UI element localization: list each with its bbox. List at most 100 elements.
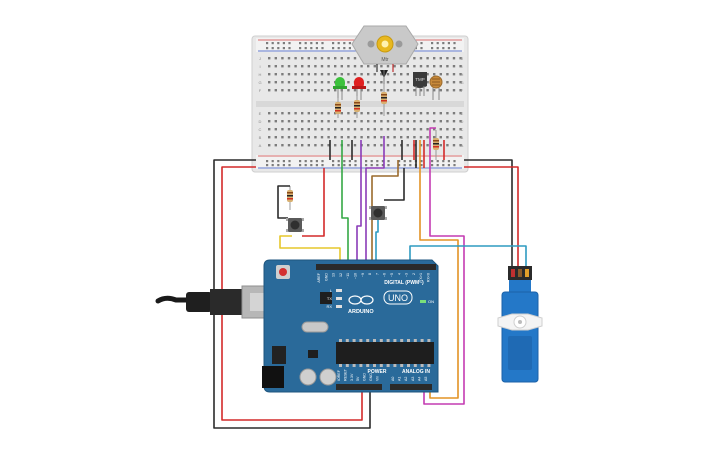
- pin-label: A1: [398, 377, 402, 381]
- breadboard-hole: [320, 128, 324, 131]
- rail-hole: [453, 42, 456, 45]
- sensor-label: TMP: [415, 77, 425, 82]
- breadboard-hole: [380, 89, 383, 92]
- breadboard-hole: [281, 57, 284, 60]
- breadboard-hole: [413, 65, 416, 68]
- breadboard-hole: [294, 112, 297, 115]
- breadboard-hole: [327, 120, 330, 123]
- pin-label: 5V: [356, 376, 360, 381]
- pin-label: RX<0: [427, 273, 431, 282]
- breadboard-hole: [386, 144, 390, 147]
- chip-pin: [407, 339, 410, 342]
- rail-hole: [266, 164, 269, 167]
- breadboard-row-label: F: [259, 88, 262, 93]
- breadboard-hole: [393, 81, 396, 84]
- breadboard-hole: [314, 81, 317, 84]
- breadboard-hole: [301, 57, 304, 60]
- rail-hole: [288, 164, 291, 167]
- breadboard-hole: [307, 120, 310, 123]
- breadboard-row-label: E: [461, 111, 464, 116]
- rail-hole: [420, 47, 423, 50]
- breadboard-hole: [380, 112, 383, 115]
- wire-red-rail-right: [464, 166, 519, 268]
- servo-motor: [497, 266, 543, 383]
- breadboard-hole: [419, 89, 423, 92]
- rail-hole: [310, 160, 313, 163]
- breadboard-hole: [373, 112, 376, 115]
- breadboard-hole: [400, 136, 403, 139]
- breadboard-hole: [274, 65, 277, 68]
- breadboard-hole: [327, 81, 330, 84]
- rail-hole: [310, 47, 313, 50]
- pin-label: 13: [332, 273, 336, 277]
- breadboard-hole: [452, 73, 456, 76]
- breadboard-hole: [446, 57, 449, 60]
- breadboard-hole: [287, 112, 291, 115]
- breadboard-hole: [406, 128, 409, 131]
- breadboard-row-label: B: [461, 135, 464, 140]
- breadboard-hole: [314, 57, 317, 60]
- breadboard-hole: [301, 120, 304, 123]
- rail-hole: [436, 42, 439, 45]
- breadboard-hole: [347, 144, 350, 147]
- rail-hole: [321, 42, 324, 45]
- chip-pin: [413, 364, 417, 367]
- breadboard-hole: [353, 128, 357, 131]
- wire-red-button-1: [302, 168, 325, 237]
- breadboard-hole: [294, 81, 297, 84]
- breadboard-hole: [380, 65, 383, 68]
- breadboard-hole: [314, 89, 317, 92]
- rail-hole: [365, 164, 368, 167]
- chip-pin: [345, 339, 349, 342]
- breadboard-hole: [367, 65, 370, 68]
- breadboard-hole: [406, 144, 409, 147]
- chip-pin: [379, 339, 383, 342]
- rail-hole: [447, 42, 450, 45]
- breadboard-hole: [367, 73, 370, 76]
- rail-hole: [315, 47, 318, 50]
- breadboard-hole: [452, 112, 456, 115]
- breadboard-hole: [433, 128, 436, 131]
- breadboard-hole: [353, 136, 357, 139]
- breadboard-hole: [419, 57, 423, 60]
- breadboard-hole: [347, 120, 350, 123]
- breadboard-hole: [400, 81, 403, 84]
- breadboard-hole: [393, 136, 396, 139]
- breadboard-hole: [426, 120, 429, 123]
- breadboard-hole: [373, 136, 376, 139]
- breadboard-hole: [320, 65, 324, 68]
- breadboard-hole: [426, 81, 429, 84]
- rail-hole: [271, 42, 274, 45]
- breadboard-hole: [268, 128, 271, 131]
- breadboard-hole: [452, 65, 456, 68]
- breadboard-hole: [459, 57, 462, 60]
- rail-hole: [387, 160, 390, 163]
- breadboard-row-label: J: [259, 56, 261, 61]
- breadboard-hole: [314, 136, 317, 139]
- breadboard-hole: [314, 112, 317, 115]
- breadboard-hole: [340, 65, 343, 68]
- breadboard-hole: [373, 144, 376, 147]
- breadboard-hole: [439, 136, 442, 139]
- chip-pin: [359, 339, 363, 342]
- diode: [380, 70, 388, 84]
- rail-hole: [376, 160, 379, 163]
- breadboard-hole: [307, 89, 310, 92]
- pin-label: ~6: [383, 273, 387, 277]
- breadboard-hole: [281, 65, 284, 68]
- breadboard-hole: [347, 73, 350, 76]
- breadboard-hole: [419, 65, 423, 68]
- rail-hole: [310, 42, 313, 45]
- breadboard-hole: [433, 73, 436, 76]
- rail-hole: [381, 160, 384, 163]
- breadboard-holes: [266, 42, 462, 167]
- chip-pin: [407, 364, 410, 367]
- breadboard-hole: [301, 136, 304, 139]
- breadboard-hole: [386, 81, 390, 84]
- rail-hole: [348, 164, 351, 167]
- breadboard-hole: [459, 89, 462, 92]
- breadboard-hole: [446, 144, 449, 147]
- breadboard-hole: [452, 136, 456, 139]
- breadboard-hole: [446, 89, 449, 92]
- rail-hole: [447, 164, 450, 167]
